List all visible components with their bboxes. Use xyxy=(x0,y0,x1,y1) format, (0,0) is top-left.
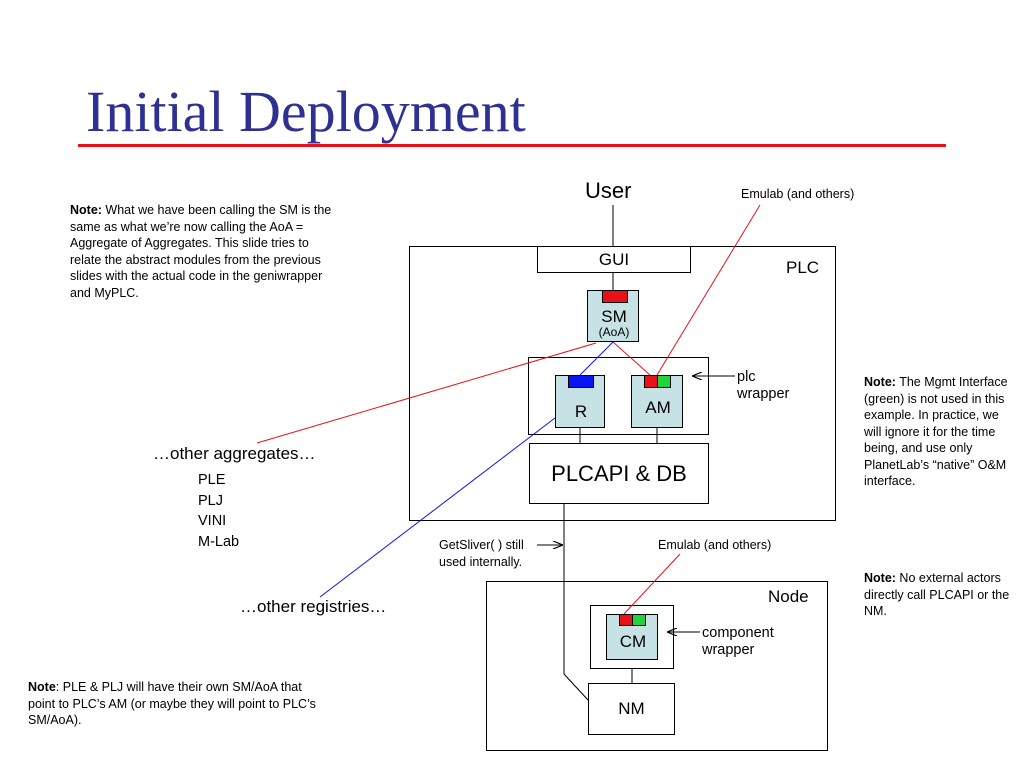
r-blue-port xyxy=(568,375,594,388)
note-no-external: Note: No external actors directly call P… xyxy=(864,570,1014,620)
note-text: : PLE & PLJ will have their own SM/AoA t… xyxy=(28,680,316,727)
note-text: What we have been calling the SM is the … xyxy=(70,203,332,300)
component-wrapper-line2: wrapper xyxy=(702,642,755,658)
note-sm-aoa: Note: What we have been calling the SM i… xyxy=(70,202,342,301)
node-container xyxy=(486,581,828,751)
plcapi-nm-line xyxy=(563,504,589,701)
sm-r-line xyxy=(579,341,614,376)
note-bold: Note: xyxy=(864,571,896,585)
other-aggregates-label: …other aggregates… xyxy=(153,444,316,463)
getsliver-line2: used internally. xyxy=(439,554,523,569)
plcapi-box: PLCAPI & DB xyxy=(529,443,709,504)
note-bold: Note: xyxy=(864,375,896,389)
aggregate-item: M-Lab xyxy=(198,533,240,550)
note-mgmt-interface: Note: The Mgmt Interface (green) is not … xyxy=(864,374,1014,490)
plc-wrapper-line1: plc xyxy=(737,369,756,385)
r-label: R xyxy=(574,402,588,421)
sm-label: SM xyxy=(601,307,627,326)
sm-am-line xyxy=(612,341,651,376)
node-label: Node xyxy=(768,587,809,606)
registries-r-line xyxy=(319,417,556,598)
aggregates-sm-line xyxy=(256,342,597,444)
plc-wrapper-line2: wrapper xyxy=(737,386,790,402)
aggregate-list: PLE PLJ VINI M-Lab xyxy=(198,470,239,552)
plc-wrapper-box xyxy=(528,357,709,435)
component-wrapper-label: component wrapper xyxy=(702,625,774,659)
plcapi-label: PLCAPI & DB xyxy=(551,460,687,486)
note-bold: Note xyxy=(28,680,56,694)
note-text: The Mgmt Interface (green) is not used i… xyxy=(864,375,1008,488)
note-bold: Note: xyxy=(70,203,102,217)
emulab-label-top: Emulab (and others) xyxy=(741,187,855,201)
am-label: AM xyxy=(645,398,671,417)
cm-box: CM xyxy=(606,614,658,660)
am-box: AM xyxy=(631,375,683,428)
registry-box: R xyxy=(555,375,605,428)
am-green-port xyxy=(657,375,671,388)
note-text: No external actors directly call PLCAPI … xyxy=(864,571,1010,618)
sm-box: SM (AoA) xyxy=(587,290,639,342)
plc-label: PLC xyxy=(786,258,820,277)
aggregate-item: PLE xyxy=(198,472,226,488)
emulab-label-mid: Emulab (and others) xyxy=(658,538,772,552)
note-ple-plj: Note: PLE & PLJ will have their own SM/A… xyxy=(28,679,328,729)
aggregate-item: VINI xyxy=(198,513,227,529)
cm-green-port xyxy=(632,614,646,626)
getsliver-line1: GetSliver( ) still xyxy=(439,538,524,552)
gui-label: GUI xyxy=(598,249,630,269)
getsliver-label: GetSliver( ) still used internally. xyxy=(439,537,524,570)
other-registries-label: …other registries… xyxy=(240,597,387,616)
gui-box: GUI xyxy=(537,246,691,273)
aoa-label: (AoA) xyxy=(598,325,630,339)
aggregate-item: PLJ xyxy=(198,492,223,509)
title-rule xyxy=(78,144,946,147)
emulab-am-line xyxy=(656,204,761,376)
plc-wrapper-label: plc wrapper xyxy=(737,369,789,403)
nm-box: NM xyxy=(588,683,675,735)
emulab-cm-line xyxy=(623,553,681,615)
sm-red-port xyxy=(602,290,628,303)
cm-label: CM xyxy=(619,632,647,651)
user-label: User xyxy=(585,178,632,203)
component-wrapper-line1: component xyxy=(702,625,774,641)
nm-label: NM xyxy=(618,699,645,718)
slide-title: Initial Deployment xyxy=(86,79,526,144)
